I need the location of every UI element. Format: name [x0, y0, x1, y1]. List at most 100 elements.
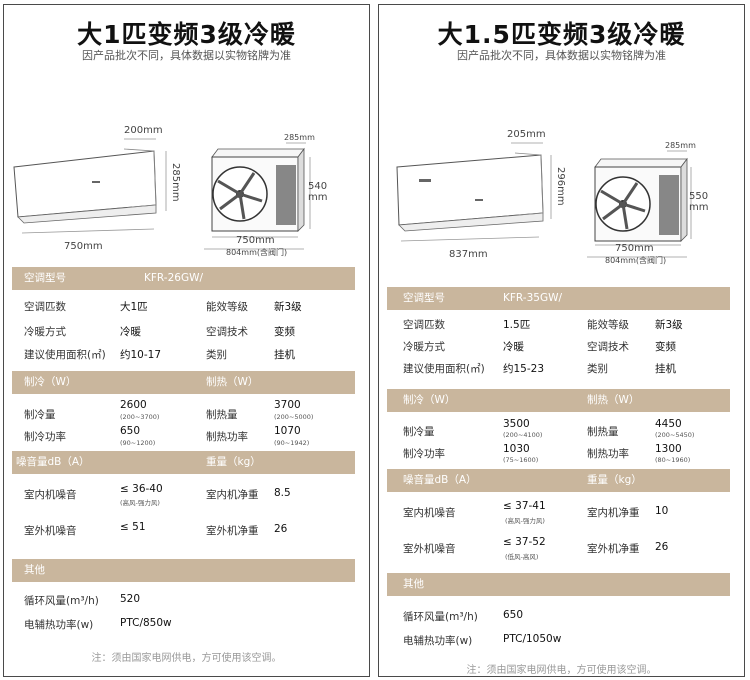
row-value: ≤ 37-52	[503, 536, 546, 548]
row-value: ≤ 51	[120, 521, 146, 533]
indoor-width-label: 750mm	[64, 241, 103, 252]
row-value: 8.5	[274, 487, 291, 499]
outdoor-depth-label: 285mm	[665, 141, 696, 150]
cooling-header: 制冷（W）	[403, 394, 456, 406]
row-key: 建议使用面积(㎡)	[403, 363, 485, 375]
noise-header: 噪音量dB（A）	[403, 474, 477, 486]
dimension-diagram: 205mm 296mm 837mm 285mm 550 mm 750mm 804…	[379, 129, 744, 279]
spec-sheet-left: 大1匹变频3级冷暖 因产品批次不同，具体数据以实物铭牌为准	[3, 4, 370, 677]
row-value: 10	[655, 505, 669, 517]
model-value: KFR-26GW/	[144, 272, 204, 284]
row-key: 类别	[587, 363, 608, 375]
row-value: 挂机	[655, 363, 676, 375]
row-value: 2600	[120, 399, 147, 411]
row-key: 电辅热功率(w)	[24, 619, 94, 631]
row-key: 能效等级	[587, 319, 629, 331]
performance-header: 制冷（W） 制热（W）	[12, 371, 355, 394]
performance-header: 制冷（W） 制热（W）	[387, 389, 730, 412]
row-key: 室外机噪音	[403, 543, 456, 555]
row-key: 室外机噪音	[24, 525, 77, 537]
row-key: 制冷功率	[24, 431, 66, 443]
row-key: 能效等级	[206, 301, 248, 313]
outdoor-height-label: 550 mm	[689, 191, 709, 213]
row-key: 室外机净重	[587, 543, 640, 555]
row-value: ≤ 37-41	[503, 500, 546, 512]
other-header: 其他	[387, 573, 730, 596]
row-key: 室内机净重	[587, 507, 640, 519]
row-range: (200~4100)	[503, 431, 543, 439]
row-value: 26	[655, 541, 669, 553]
row-key: 制热功率	[587, 448, 629, 460]
row-key: 建议使用面积(㎡)	[24, 349, 106, 361]
row-key: 制热量	[206, 409, 238, 421]
weight-header: 重量（kg）	[587, 474, 642, 486]
row-key: 室外机净重	[206, 525, 259, 537]
row-value: 变频	[274, 326, 295, 338]
row-value: 1300	[655, 443, 682, 455]
unit-drawings	[396, 142, 692, 258]
row-value: PTC/1050w	[503, 633, 562, 645]
row-key: 制冷量	[403, 426, 435, 438]
indoor-height-label: 296mm	[555, 167, 566, 206]
model-header: 空调型号 KFR-26GW/	[12, 267, 355, 290]
page-subtitle: 因产品批次不同，具体数据以实物铭牌为准	[457, 49, 666, 62]
row-range: (90~1200)	[120, 439, 156, 447]
row-range: (低风-高风)	[505, 553, 539, 561]
row-value: 3500	[503, 418, 530, 430]
row-key: 室内机净重	[206, 489, 259, 501]
row-key: 空调技术	[587, 341, 629, 353]
outdoor-width-label: 750mm	[615, 243, 654, 254]
row-key: 冷暖方式	[403, 341, 445, 353]
row-key: 冷暖方式	[24, 326, 66, 338]
noise-header: 噪音量dB（A）	[16, 456, 90, 468]
row-key: 室内机噪音	[24, 489, 77, 501]
heating-header: 制热（W）	[206, 376, 259, 388]
footnote: 注：须由国家电网供电，方可使用该空调。	[466, 665, 657, 676]
dimension-diagram: 200mm 285mm 750mm 285mm 540 mm 750mm 804…	[4, 121, 369, 271]
row-value: PTC/850w	[120, 617, 172, 629]
row-range: (75~1600)	[503, 456, 539, 464]
row-key: 电辅热功率(w)	[403, 635, 473, 647]
row-key: 室内机噪音	[403, 507, 456, 519]
indoor-unit-drawing	[13, 138, 167, 234]
outdoor-width-valve-label: 804mm(含阀门)	[605, 256, 667, 265]
row-range: (高风-强力风)	[505, 517, 545, 525]
page-subtitle: 因产品批次不同，具体数据以实物铭牌为准	[82, 49, 291, 62]
row-value: 新3级	[274, 301, 302, 313]
outdoor-depth-label: 285mm	[284, 133, 315, 142]
outdoor-width-valve-label: 804mm(含阀门)	[226, 248, 288, 257]
row-value: ≤ 36-40	[120, 483, 163, 495]
model-value: KFR-35GW/	[503, 292, 563, 304]
row-value: 650	[503, 609, 524, 621]
row-key: 制热量	[587, 426, 619, 438]
row-value: 520	[120, 593, 141, 605]
row-value: 1030	[503, 443, 530, 455]
row-value: 变频	[655, 341, 676, 353]
row-value: 冷暖	[503, 341, 524, 353]
indoor-unit-drawing	[396, 142, 552, 242]
row-key: 制热功率	[206, 431, 248, 443]
row-key: 类别	[206, 349, 227, 361]
row-range: (高风-强力风)	[120, 499, 160, 507]
row-value: 650	[120, 425, 141, 437]
row-key: 空调技术	[206, 326, 248, 338]
row-value: 约10-17	[120, 349, 162, 361]
row-value: 挂机	[274, 349, 295, 361]
noise-weight-header: 噪音量dB（A） 重量（kg）	[12, 451, 355, 474]
cooling-header: 制冷（W）	[24, 376, 77, 388]
row-key: 循环风量(m³/h)	[403, 611, 478, 623]
page-title: 大1匹变频3级冷暖	[77, 20, 296, 49]
indoor-depth-label: 200mm	[124, 125, 163, 136]
row-value: 冷暖	[120, 326, 141, 338]
row-key: 制冷量	[24, 409, 56, 421]
other-header-label: 其他	[24, 564, 45, 576]
row-value: 26	[274, 523, 288, 535]
other-header-label: 其他	[403, 578, 424, 590]
outdoor-unit-drawing	[587, 150, 692, 258]
row-range: (200~3700)	[120, 413, 160, 421]
indoor-height-label: 285mm	[170, 163, 181, 202]
noise-weight-header: 噪音量dB（A） 重量（kg）	[387, 469, 730, 492]
model-label: 空调型号	[403, 292, 445, 304]
row-key: 空调匹数	[24, 301, 66, 313]
row-range: (80~1960)	[655, 456, 691, 464]
